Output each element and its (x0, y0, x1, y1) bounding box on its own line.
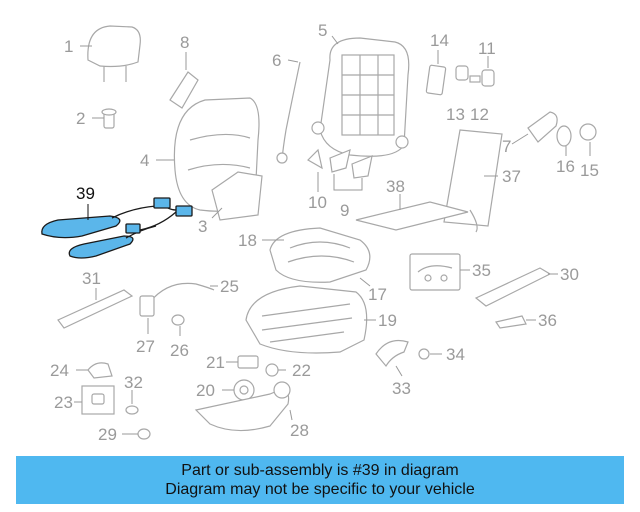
part-31-trim: 31 (57, 269, 134, 329)
part-17-18-cushion: 18 17 (238, 227, 387, 304)
part-25-27-26: 25 27 26 (136, 277, 239, 360)
label-5[interactable]: 5 (318, 21, 327, 40)
label-34[interactable]: 34 (446, 345, 465, 364)
label-33[interactable]: 33 (392, 379, 411, 398)
part-30-trim: 30 (474, 265, 579, 307)
banner-line-2: Diagram may not be specific to your vehi… (165, 481, 475, 498)
part-6-cable: 6 (272, 51, 301, 164)
part-35-switch: 35 (409, 253, 491, 291)
part-37-back-panel: 37 (443, 129, 521, 227)
label-13[interactable]: 13 (446, 105, 465, 124)
part-39-seat-heater: 39 (41, 184, 193, 259)
part-23-box: 23 (54, 385, 115, 415)
part-24: 24 (50, 361, 113, 380)
label-23[interactable]: 23 (54, 393, 73, 412)
label-36[interactable]: 36 (538, 311, 557, 330)
part-2-guide: 2 (76, 108, 117, 129)
part-5-seatback-frame: 5 (311, 21, 410, 157)
label-24[interactable]: 24 (50, 361, 69, 380)
label-6[interactable]: 6 (272, 51, 281, 70)
label-21[interactable]: 21 (206, 353, 225, 372)
part-32-29: 32 29 (98, 373, 151, 444)
part-28-shield: 28 (194, 381, 309, 440)
label-18[interactable]: 18 (238, 231, 257, 250)
label-9[interactable]: 9 (340, 201, 349, 220)
label-19[interactable]: 19 (378, 311, 397, 330)
part-8-bracket: 8 (169, 33, 199, 109)
label-25[interactable]: 25 (220, 277, 239, 296)
part-1-headrest: 1 (64, 25, 141, 82)
part-33-34: 33 34 (375, 339, 465, 398)
seat-parts-diagram: 1 2 4 3 5 6 (41, 21, 599, 444)
info-banner: Part or sub-assembly is #39 in diagram D… (16, 456, 624, 504)
label-38[interactable]: 38 (386, 177, 405, 196)
label-17[interactable]: 17 (368, 285, 387, 304)
label-29[interactable]: 29 (98, 425, 117, 444)
part-36: 36 (495, 311, 557, 330)
label-1[interactable]: 1 (64, 37, 73, 56)
label-12[interactable]: 12 (470, 105, 489, 124)
label-32[interactable]: 32 (124, 373, 143, 392)
label-22[interactable]: 22 (292, 361, 311, 380)
label-3[interactable]: 3 (198, 217, 207, 236)
label-15[interactable]: 15 (580, 161, 599, 180)
label-14[interactable]: 14 (430, 31, 449, 50)
label-11[interactable]: 11 (478, 39, 496, 58)
label-20[interactable]: 20 (196, 381, 215, 400)
part-38-mat: 38 (355, 177, 478, 233)
label-4[interactable]: 4 (140, 151, 149, 170)
part-21-22: 21 22 (206, 353, 311, 380)
label-39[interactable]: 39 (76, 184, 95, 203)
label-31[interactable]: 31 (82, 269, 101, 288)
label-28[interactable]: 28 (290, 421, 309, 440)
label-2[interactable]: 2 (76, 109, 85, 128)
part-10-9-knobs: 10 9 (307, 148, 373, 220)
part-19-seat-frame: 19 (245, 285, 397, 354)
label-26[interactable]: 26 (170, 341, 189, 360)
label-37[interactable]: 37 (502, 167, 521, 186)
banner-line-1: Part or sub-assembly is #39 in diagram (181, 462, 459, 479)
label-30[interactable]: 30 (560, 265, 579, 284)
part-3-cover: 3 (198, 171, 263, 236)
label-35[interactable]: 35 (472, 261, 491, 280)
label-10[interactable]: 10 (308, 193, 327, 212)
label-16[interactable]: 16 (556, 157, 575, 176)
label-27[interactable]: 27 (136, 337, 155, 356)
label-8[interactable]: 8 (180, 33, 189, 52)
part-7-15-16: 7 16 15 (502, 111, 599, 180)
part-20-motor: 20 (196, 379, 255, 401)
label-7[interactable]: 7 (502, 137, 511, 156)
part-11-14-small-parts: 14 11 13 12 (425, 31, 496, 124)
